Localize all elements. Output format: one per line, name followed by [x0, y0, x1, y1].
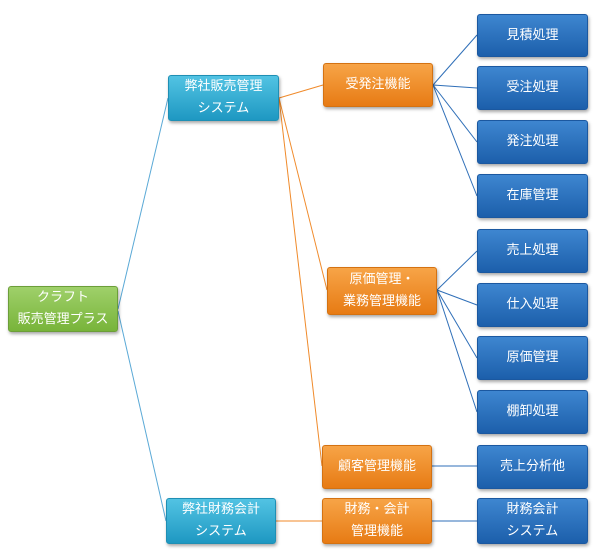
estimate-processing-node: 見積処理	[477, 14, 588, 57]
edge-order-inventory	[432, 84, 478, 197]
sales-analysis-node: 売上分析他	[477, 445, 588, 489]
sales-processing-node: 売上処理	[477, 229, 588, 273]
order-receiving-node: 受注処理	[477, 66, 588, 110]
edge-order-purchase	[432, 84, 478, 143]
cost-business-function-node: 原価管理・ 業務管理機能	[327, 267, 437, 315]
edge-order-estimate	[432, 34, 478, 86]
order-function-node: 受発注機能	[323, 63, 433, 107]
edge-cost-sales	[436, 250, 478, 291]
edge-cost-purchase	[436, 289, 478, 306]
financial-accounting-system-node: 弊社財務会計 システム	[166, 498, 276, 544]
inventory-management-node: 在庫管理	[477, 174, 588, 218]
edge-sales-customer-function	[278, 97, 323, 467]
edge-cost-stocktaking	[436, 289, 478, 413]
edge-order-receive	[432, 84, 478, 89]
cost-management-node: 原価管理	[477, 336, 588, 380]
stocktaking-processing-node: 棚卸処理	[477, 390, 588, 434]
edge-root-sales-system	[117, 97, 169, 310]
edge-sales-order-function	[278, 84, 324, 99]
edge-cost-costmgmt	[436, 289, 478, 359]
purchase-ordering-node: 発注処理	[477, 120, 588, 164]
financial-accounting-system-process-node: 財務会計 システム	[477, 498, 588, 544]
customer-management-function-node: 顧客管理機能	[322, 445, 432, 489]
sales-management-system-node: 弊社販売管理 システム	[168, 75, 279, 121]
root-node-craft-sales-plus: クラフト 販売管理プラス	[8, 286, 118, 332]
edge-sales-cost-function	[278, 97, 328, 291]
edge-root-accounting-system	[117, 310, 167, 522]
finance-accounting-function-node: 財務・会計 管理機能	[322, 498, 432, 544]
purchase-processing-node: 仕入処理	[477, 283, 588, 327]
